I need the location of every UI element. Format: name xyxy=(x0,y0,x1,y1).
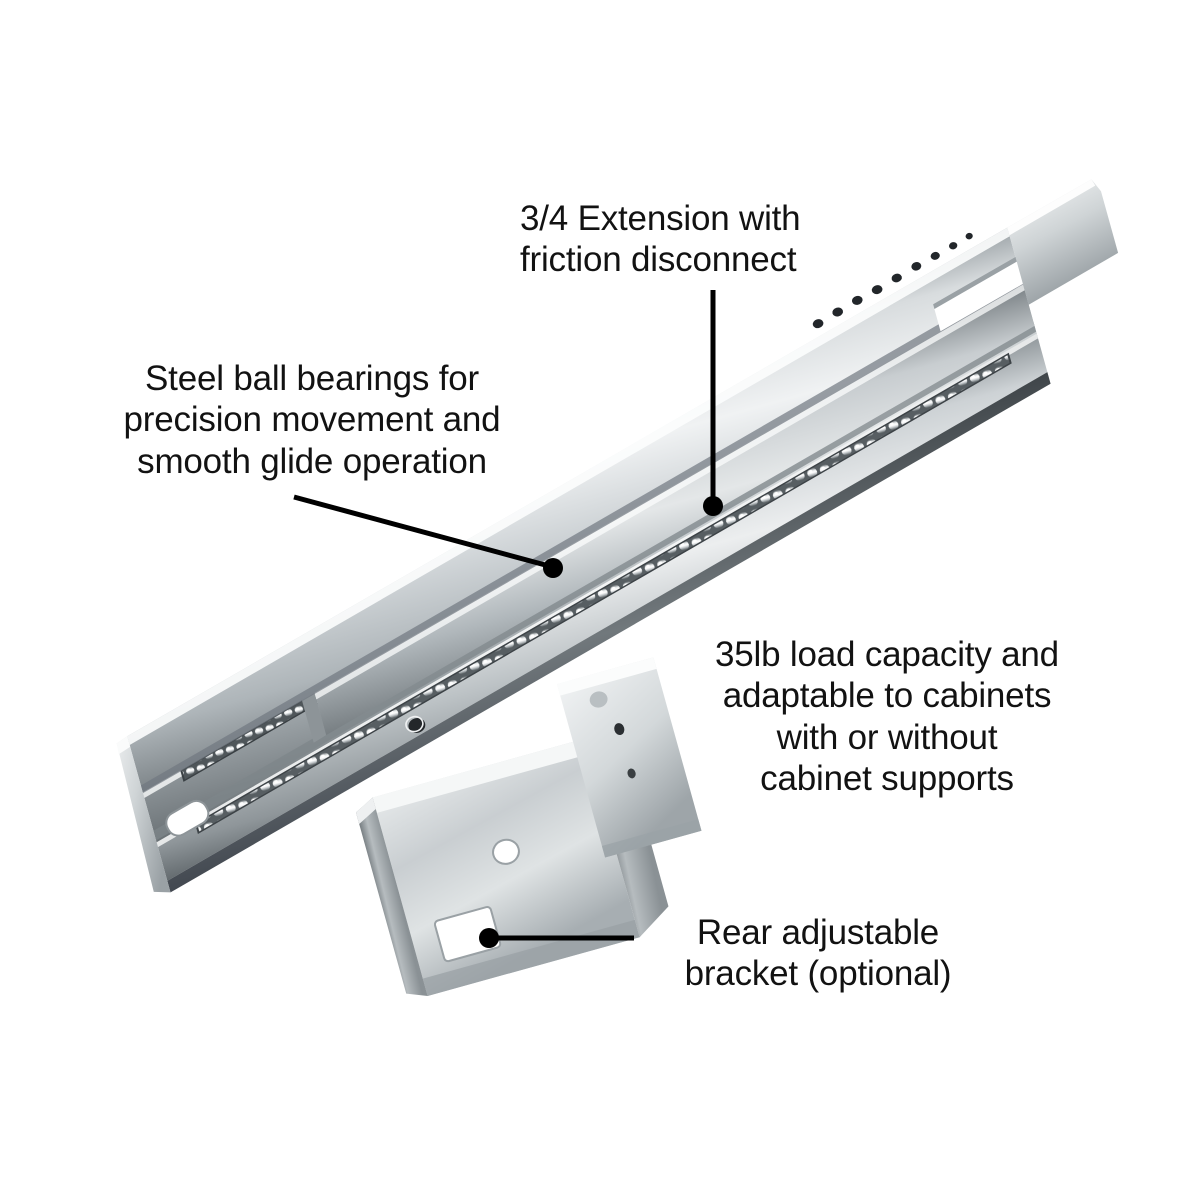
bracket-mounting-flange xyxy=(557,657,702,858)
leader-dot-bearings xyxy=(543,558,563,578)
callout-steel-ball-bearings: Steel ball bearings for precision moveme… xyxy=(123,359,501,481)
leader-dot-bracket xyxy=(479,928,499,948)
slide-top-end-cap xyxy=(1007,179,1119,305)
leader-line-bearings xyxy=(293,494,550,569)
leader-dot-extension xyxy=(703,496,723,516)
mid-mounting-hole xyxy=(405,715,426,733)
callout-extension: 3/4 Extension with friction disconnect xyxy=(520,199,801,280)
ball-bearing-race-lower xyxy=(194,352,1012,834)
slide-bottom-end-cap xyxy=(116,736,171,893)
slide-inner-rail xyxy=(301,282,1035,743)
bracket-left-lip xyxy=(356,797,428,996)
callout-load-capacity: 35lb load capacity and adaptable to cabi… xyxy=(715,635,1059,798)
callout-leaders xyxy=(293,290,723,948)
perforation-holes xyxy=(812,232,973,329)
rear-adjustable-bracket xyxy=(356,657,702,996)
front-mounting-slot xyxy=(165,799,210,837)
bracket-round-hole xyxy=(492,838,520,865)
slide-top-flange xyxy=(127,227,1024,794)
bracket-adjustment-slot xyxy=(433,906,502,963)
callout-rear-adjustable-bracket: Rear adjustable bracket (optional) xyxy=(684,913,952,994)
drawer-slide-assembly xyxy=(116,179,1119,893)
